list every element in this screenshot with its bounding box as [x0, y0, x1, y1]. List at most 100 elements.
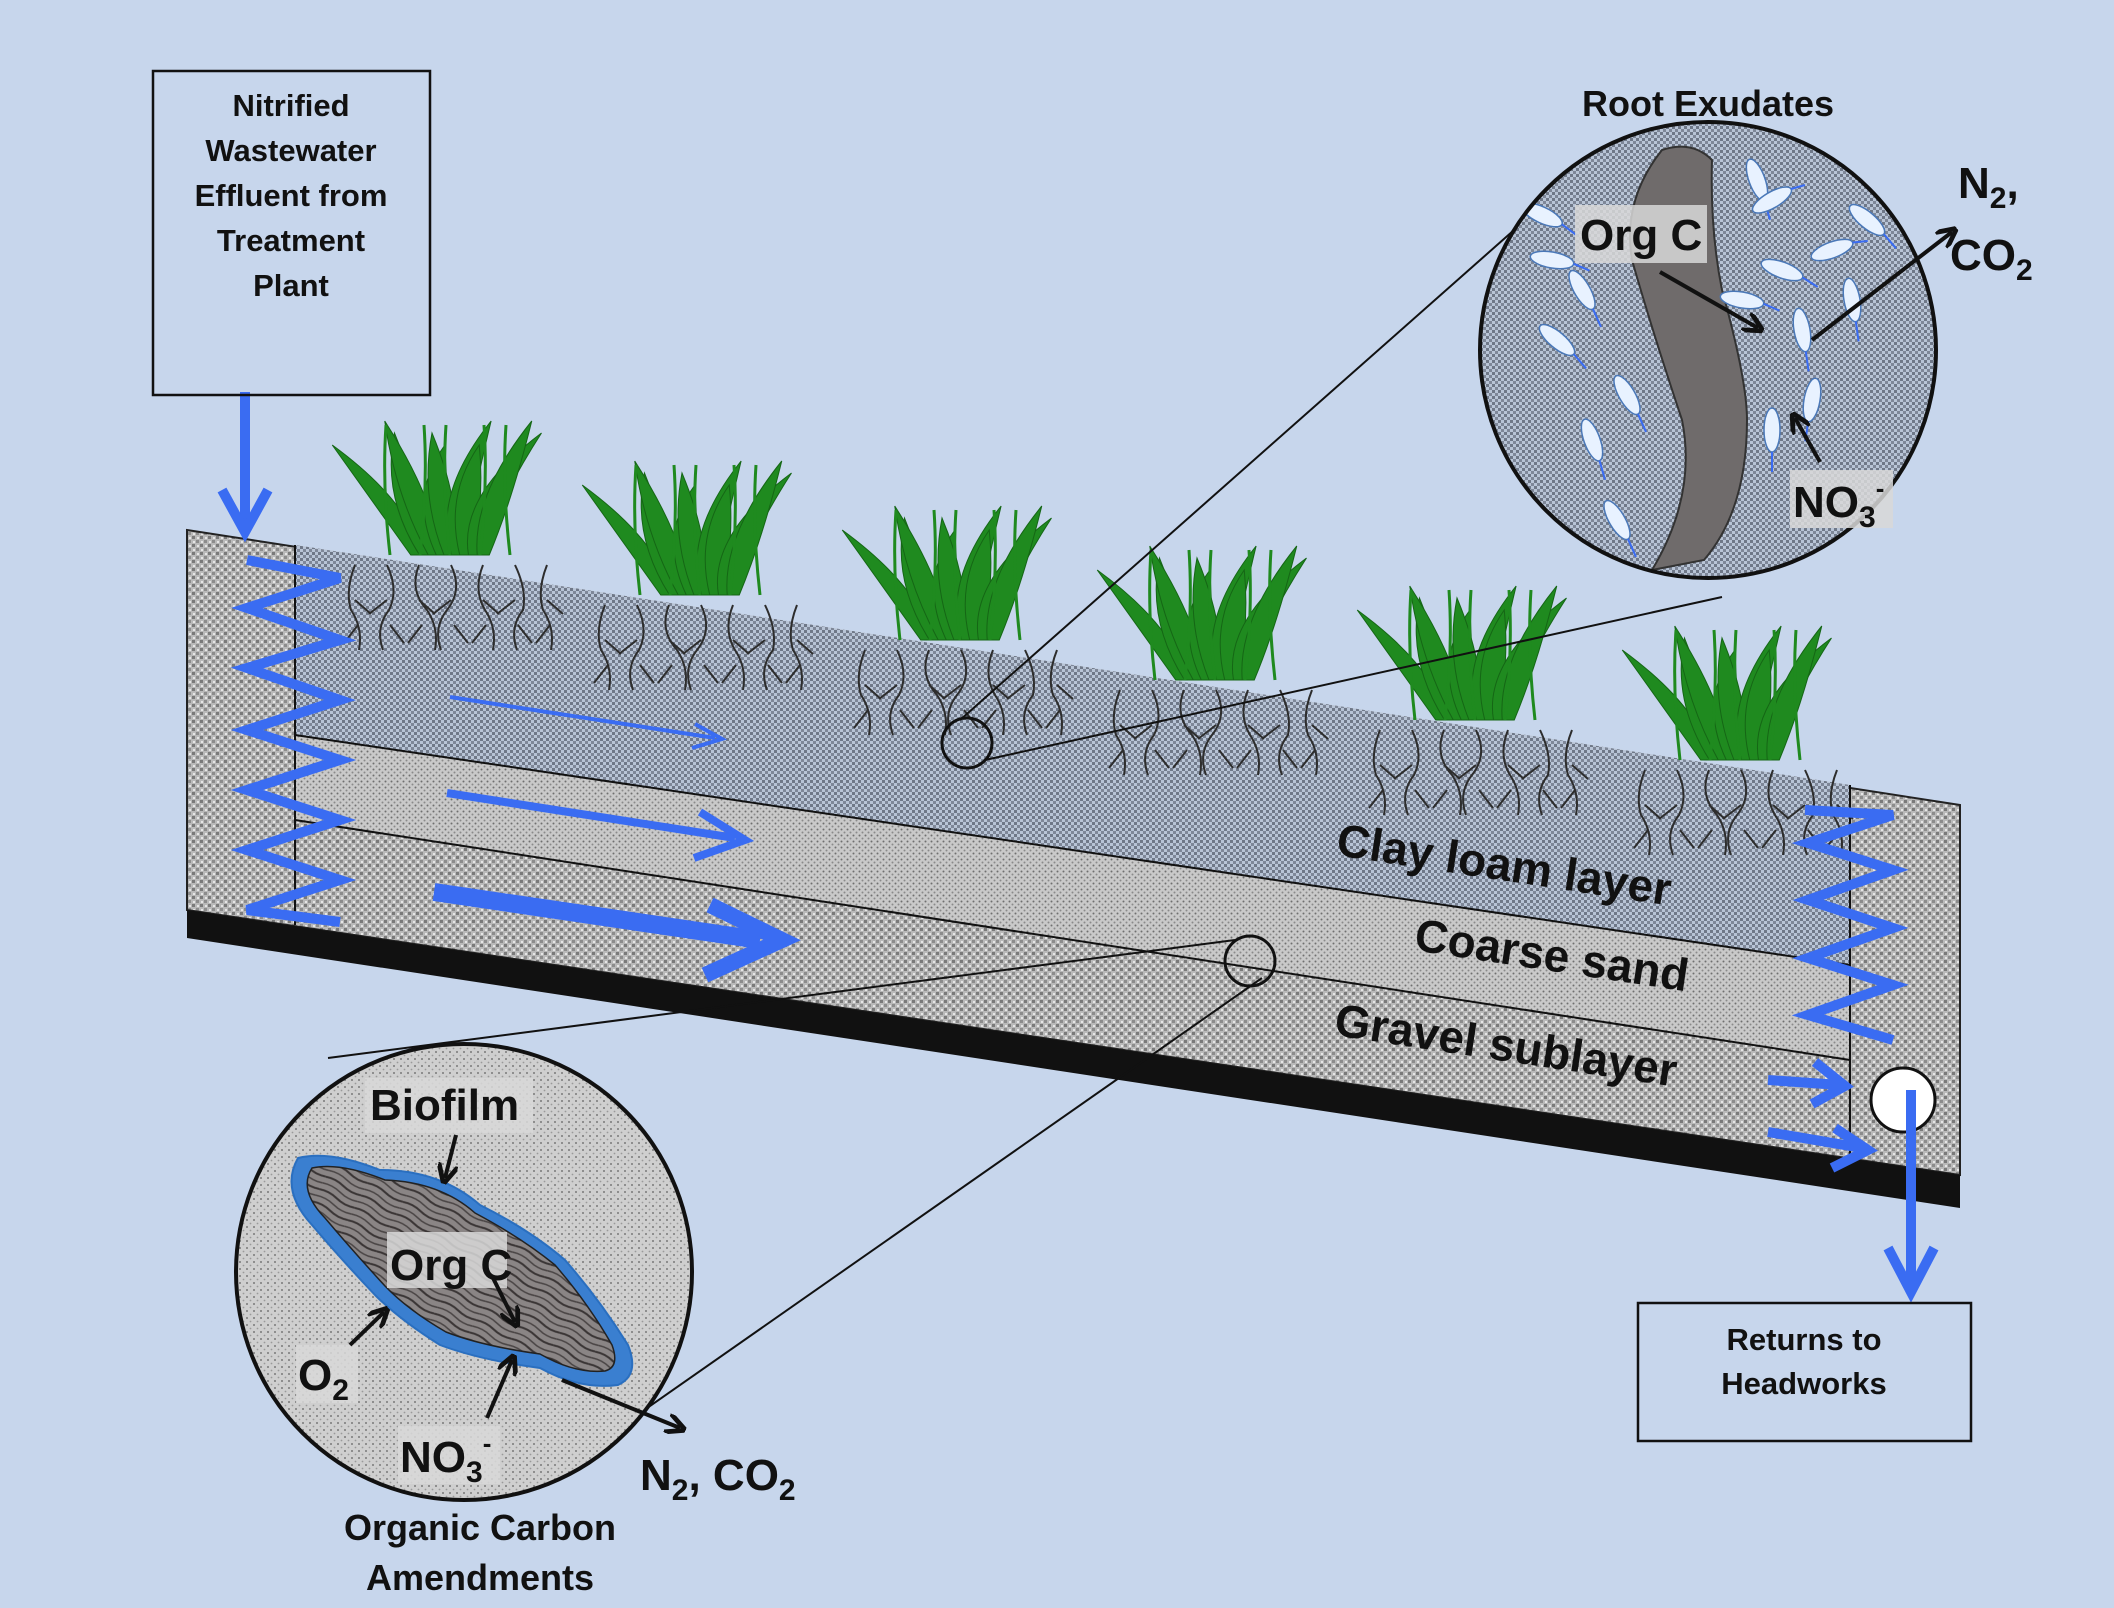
- wetland-plants: [331, 420, 1854, 856]
- plant-stalk: [1673, 629, 1682, 761]
- o2-label: O2: [298, 1351, 349, 1407]
- root-no3-arrow: [1795, 418, 1822, 463]
- outlet-lower-arrows: [1767, 1075, 1863, 1153]
- plant-stalk: [1148, 549, 1157, 681]
- plant-stalk: [953, 509, 962, 641]
- outflow-line-1: Returns to: [1727, 1322, 1882, 1357]
- plant-stalk: [1268, 549, 1277, 681]
- plant-stalk: [928, 509, 937, 641]
- plant-stalk: [753, 464, 762, 596]
- amendment-no3-label: NO3-: [400, 1428, 491, 1489]
- plant-stalk: [633, 464, 642, 596]
- bacterium: [1763, 407, 1781, 453]
- wetland-cross-section: Clay loam layer Coarse sand Gravel subla…: [186, 528, 1961, 1208]
- outflow-line-2: Headworks: [1721, 1366, 1886, 1401]
- plant-stalk: [478, 424, 487, 556]
- plant-stalk: [1708, 629, 1717, 761]
- plant-stalk: [668, 464, 677, 596]
- root-exudates-inset: Root Exudates Org C NO3- N2, CO2: [1478, 83, 2033, 580]
- clay-flow-arrow: [449, 695, 716, 740]
- plant-clump: [1621, 625, 1854, 856]
- root-org-c-label: Org C: [1580, 211, 1702, 260]
- gravel-flow-arrow: [432, 883, 762, 949]
- inflow-source-box: Nitrified Wastewater Effluent from Treat…: [151, 69, 432, 397]
- outflow-arrowhead: [1883, 1245, 1939, 1303]
- plant-stalk: [1183, 549, 1192, 681]
- plant-stalk: [1733, 629, 1742, 761]
- plant-stalk: [1243, 549, 1252, 681]
- biofilm-arrow: [445, 1134, 456, 1178]
- bacterium-flagellum: [1598, 460, 1606, 480]
- inflow-line-4: Treatment: [217, 223, 365, 258]
- bacterium-flagellum: [1802, 276, 1819, 288]
- plant-roots: [1368, 729, 1589, 816]
- plant-stalk: [988, 509, 997, 641]
- plant-stalk: [1208, 549, 1217, 681]
- root-co2-label: CO2: [1950, 231, 2033, 287]
- flow-arrows: [217, 392, 1939, 1303]
- amendment-caption-line-2: Amendments: [366, 1557, 594, 1598]
- bacterium-flagellum: [1804, 351, 1810, 372]
- root-org-c-arrow: [1659, 270, 1758, 328]
- amendment-no3-arrow: [485, 1360, 512, 1419]
- inflow-line-5: Plant: [253, 268, 329, 303]
- bacterium-flagellum: [1763, 302, 1780, 312]
- bacterium-flagellum: [1790, 184, 1806, 190]
- amendment-zoom-line-lower: [629, 977, 1263, 1421]
- plant-clump: [841, 505, 1074, 736]
- inlet-zigzag-distribution: [230, 555, 357, 927]
- bacterium-flagellum: [1561, 223, 1578, 236]
- amendment-org-c-arrow: [491, 1277, 515, 1322]
- amendment-inset-border: [234, 1042, 694, 1502]
- plant-stalk: [1528, 589, 1537, 721]
- bacterium-flagellum: [1627, 538, 1637, 558]
- sand-flow-arrow: [446, 789, 736, 842]
- root-no3-label: NO3-: [1793, 473, 1884, 534]
- gravel-flow-arrowhead: [701, 897, 801, 983]
- plant-clump: [1356, 585, 1589, 816]
- plant-clump: [1096, 545, 1329, 776]
- biofilm-label: Biofilm: [370, 1081, 519, 1130]
- amendment-products-arrow: [561, 1378, 680, 1428]
- amendment-caption-line-1: Organic Carbon: [344, 1507, 616, 1548]
- amendment-products-label: N2, CO2: [640, 1451, 796, 1507]
- plant-stalk: [1408, 589, 1417, 721]
- bacterium-flagellum: [1637, 413, 1647, 433]
- plant-roots: [343, 564, 564, 651]
- plant-stalk: [1503, 589, 1512, 721]
- inflow-line-3: Effluent from: [195, 178, 388, 213]
- inflow-line-1: Nitrified: [232, 88, 349, 123]
- root-zoom-line-lower: [984, 596, 1723, 761]
- plant-stalk: [1793, 629, 1802, 761]
- plant-clump: [581, 460, 814, 691]
- plant-stalk: [893, 509, 902, 641]
- clay-loam-layer: [295, 545, 1850, 965]
- outlet-zigzag-collection: [1791, 805, 1909, 1045]
- plant-stalk: [443, 424, 452, 556]
- root-products-arrow: [1810, 232, 1952, 342]
- plant-stalk: [418, 424, 427, 556]
- clay-sand-boundary: [294, 734, 1851, 966]
- plant-stalk: [383, 424, 392, 556]
- plant-stalk: [1443, 589, 1452, 721]
- amendment-org-c-label: Org C: [390, 1241, 512, 1290]
- root-inset-border: [1478, 120, 1938, 580]
- outlet-lower-arrowheads: [1809, 1058, 1878, 1173]
- o2-arrow: [348, 1312, 384, 1347]
- root-zoom-spot: [940, 716, 994, 770]
- inflow-arrowhead: [217, 487, 273, 543]
- sand-gravel-boundary: [294, 819, 1851, 1061]
- root-exudates-title: Root Exudates: [1582, 83, 1834, 124]
- clay-flow-arrowhead: [691, 722, 728, 750]
- bacterium-flagellum: [1573, 353, 1587, 370]
- bacterium-flagellum: [1883, 233, 1897, 250]
- plant-stalk: [1768, 629, 1777, 761]
- plant-stalk: [693, 464, 702, 596]
- root-zoom-line-upper: [959, 199, 1549, 721]
- plant-clump: [331, 420, 564, 651]
- plant-roots: [593, 604, 814, 691]
- sand-flow-arrowhead: [692, 808, 755, 862]
- inflow-line-2: Wastewater: [205, 133, 376, 168]
- liner-base: [187, 910, 1960, 1208]
